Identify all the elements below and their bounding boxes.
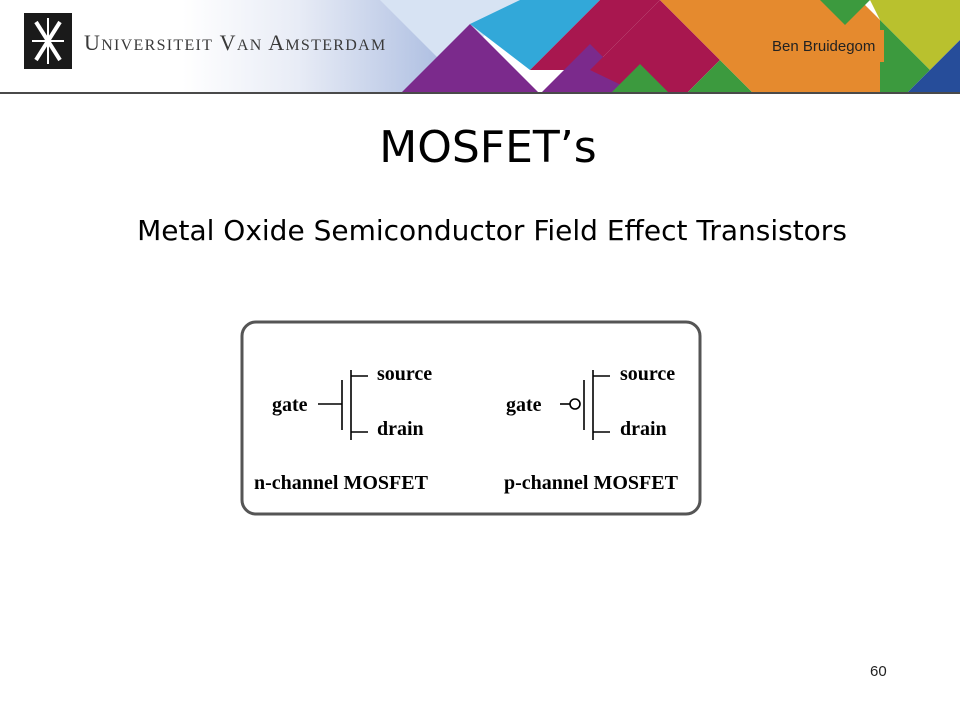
header-tile-crimson bbox=[530, 0, 660, 70]
header-tile-green-3 bbox=[820, 0, 870, 25]
header-rule bbox=[0, 92, 960, 94]
diagram-frame bbox=[240, 320, 702, 516]
page-number: 60 bbox=[870, 663, 887, 680]
n-channel-symbol: gate source drain n-channel MOSFET bbox=[254, 363, 432, 494]
slide-title: MOSFET’s bbox=[379, 122, 597, 173]
p-channel-symbol: gate source drain p-channel MOSFET bbox=[504, 363, 679, 494]
header-tile-green-4 bbox=[880, 20, 930, 94]
p-source-label: source bbox=[620, 363, 675, 385]
uva-crest-icon bbox=[24, 13, 72, 69]
n-drain-label: drain bbox=[377, 418, 424, 440]
p-drain-label: drain bbox=[620, 418, 667, 440]
header-tile-cyan bbox=[470, 0, 600, 70]
author-name: Ben Bruidegom bbox=[772, 38, 876, 55]
n-channel-caption: n-channel MOSFET bbox=[254, 472, 429, 494]
header-tile-orange bbox=[660, 0, 760, 94]
header-graphic bbox=[0, 0, 960, 94]
header-tile-lime bbox=[870, 0, 960, 70]
p-gate-label: gate bbox=[506, 394, 542, 416]
header-tile-green-2 bbox=[686, 60, 754, 94]
header-tile-green bbox=[610, 64, 670, 94]
header-banner: UNIVERSITEIT VAN AMSTERDAM Ben Bruidegom bbox=[0, 0, 960, 94]
header-tile-navy bbox=[906, 40, 960, 94]
header-tile-purple bbox=[400, 24, 540, 94]
n-gate-label: gate bbox=[272, 394, 308, 416]
p-channel-caption: p-channel MOSFET bbox=[504, 472, 679, 494]
n-source-label: source bbox=[377, 363, 432, 385]
author-label-bg bbox=[764, 30, 884, 62]
header-tile-crimson-2 bbox=[590, 0, 720, 94]
p-gate-bubble bbox=[569, 398, 581, 410]
slide-subtitle: Metal Oxide Semiconductor Field Effect T… bbox=[137, 214, 847, 247]
mosfet-symbols-diagram: gate source drain n-channel MOSFET gate … bbox=[240, 320, 702, 516]
university-name: UNIVERSITEIT VAN AMSTERDAM bbox=[84, 30, 387, 55]
